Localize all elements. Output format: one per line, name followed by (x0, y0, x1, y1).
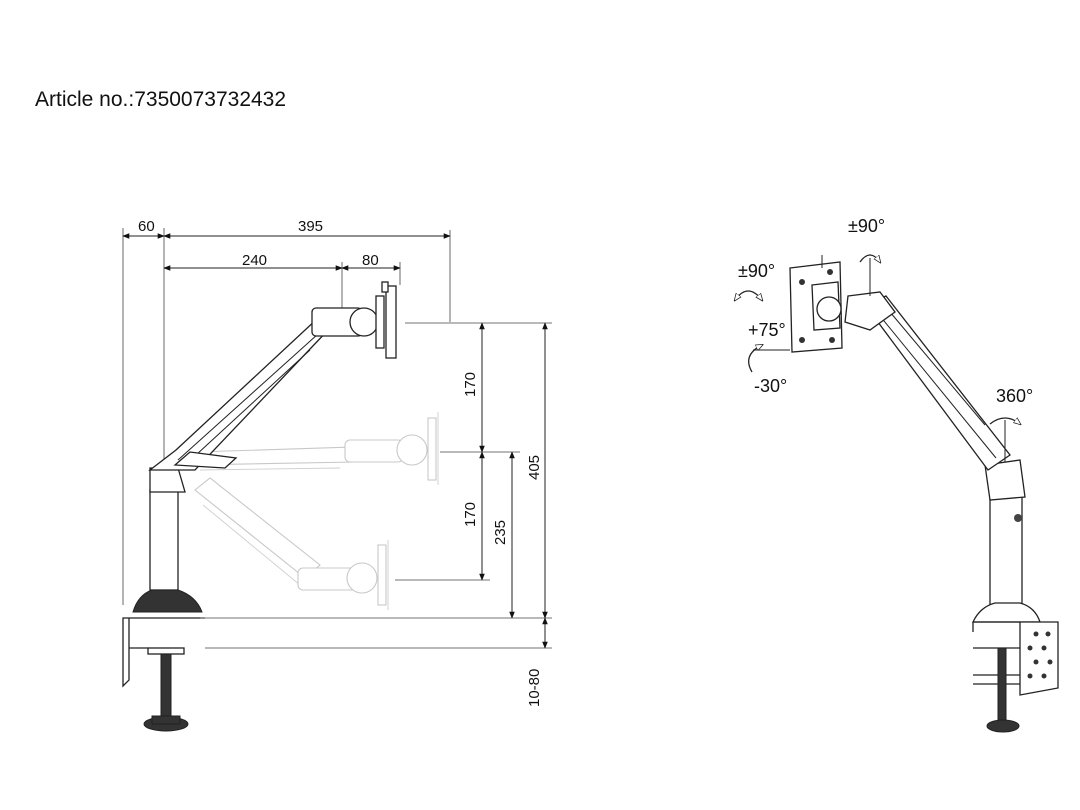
pole-screw-icon (1014, 514, 1022, 522)
dim-label-170-lower: 170 (462, 502, 479, 527)
angle-label-tilt-down: -30° (754, 376, 787, 396)
dim-label-clamp: 10-80 (526, 669, 543, 707)
arm-upper-position (148, 281, 397, 471)
rotate-arrow-icon (748, 345, 762, 373)
side-view: 60 395 240 80 170 170 235 405 10-80 (122, 218, 552, 732)
dim-label-170-upper: 170 (462, 372, 479, 397)
clamp-knob-right (986, 719, 1020, 733)
clamp-plate (147, 647, 185, 655)
article-number: Article no.:7350073732432 (35, 88, 287, 111)
clamp-plate-right (1019, 621, 1059, 696)
gas-spring-arm (148, 317, 331, 471)
clamp-bracket (122, 617, 130, 688)
rotate-arrow-icon (735, 290, 762, 300)
arm-head-right (844, 291, 896, 331)
dim-label-60: 60 (138, 218, 155, 235)
tilt-joint-right (816, 296, 842, 322)
angle-label-tilt-top: ±90° (848, 216, 885, 236)
mount-pole (149, 489, 179, 591)
dim-label-395: 395 (298, 218, 323, 235)
pole-right (989, 494, 1023, 608)
dim-label-235: 235 (492, 520, 509, 545)
dim-label-405: 405 (526, 455, 543, 480)
angle-label-swivel: ±90° (738, 261, 775, 281)
rotation-view: ±90° ±90° +75° -30° 360° (735, 216, 1059, 733)
angle-label-base-rotation: 360° (996, 386, 1033, 406)
clamp-screw-right (997, 647, 1007, 721)
clamp-screw (160, 653, 172, 717)
base-right (971, 602, 1041, 623)
pole-joint (149, 467, 186, 493)
mount-base (132, 589, 203, 613)
dim-label-80: 80 (362, 252, 379, 269)
vesa-plate (385, 285, 397, 359)
angle-label-tilt-up: +75° (748, 320, 786, 340)
dim-label-240: 240 (242, 252, 267, 269)
ghost-arm-lower (194, 477, 389, 610)
tilt-joint (349, 307, 379, 337)
pole-top-joint (984, 459, 1026, 501)
arm-right (865, 295, 1011, 471)
